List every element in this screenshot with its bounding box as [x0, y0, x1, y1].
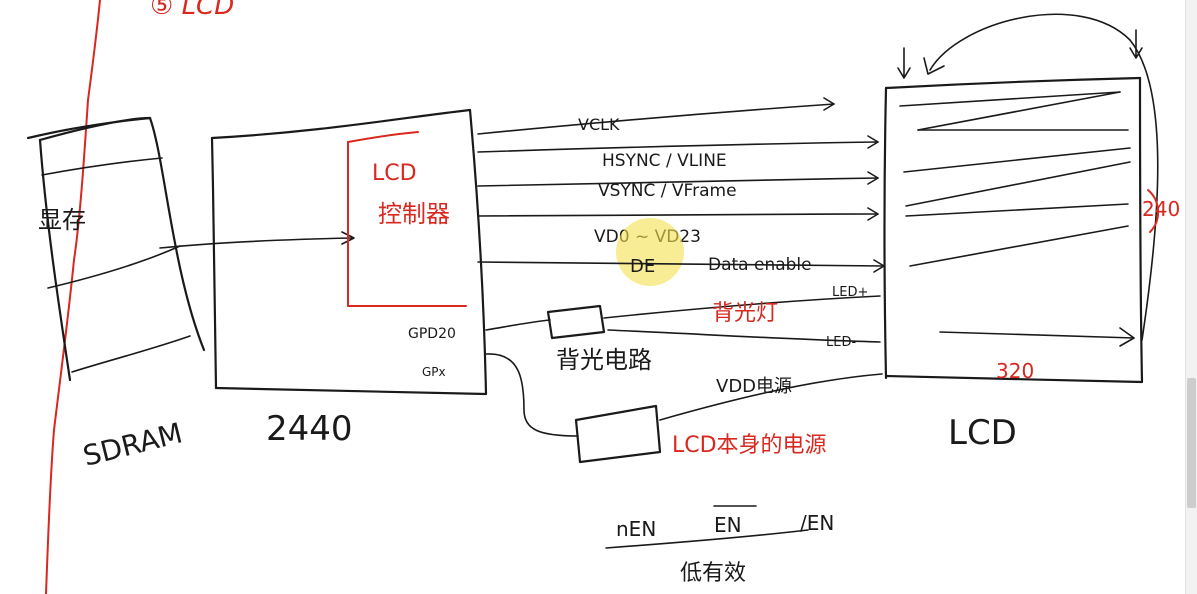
backlight-label: 背光电路 [556, 346, 652, 374]
gpio2-label: GPx [422, 365, 446, 379]
power-label: VDD电源 [716, 376, 792, 397]
signal-vsync: VSYNC / VFrame [598, 181, 737, 201]
lcd-width-label: 320 [996, 359, 1034, 383]
signal-data-enable: Data enable [708, 255, 812, 275]
scrollbar-thumb[interactable] [1187, 378, 1196, 508]
lcd-height-label: 240 [1142, 197, 1180, 221]
soc-label: 2440 [266, 409, 353, 449]
section-title: ⑤ LCD [150, 0, 234, 21]
lcd-block: 240 320 LCD [883, 13, 1180, 453]
vertical-scrollbar[interactable] [1185, 0, 1197, 594]
red-margin-line [45, 0, 101, 594]
controller-label-line2: 控制器 [378, 200, 450, 228]
lcd-label: LCD [948, 413, 1017, 453]
sdram-label: SDRAM [80, 416, 186, 472]
controller-label-line1: LCD [372, 161, 417, 186]
memory-label: 显存 [38, 206, 86, 234]
backlight-note: 背光灯 [712, 301, 778, 326]
backlight-circuit: 背光电路 LED+ LED- 背光灯 [485, 285, 881, 374]
signal-vclk: VCLK [578, 115, 620, 134]
signal-bus: VCLK HSYNC / VLINE VSYNC / VFrame VD0 ~ … [477, 97, 885, 286]
backlight-pin-plus: LED+ [832, 285, 868, 300]
gpio1-label: GPD20 [408, 326, 456, 342]
framebuffer-link [159, 237, 353, 249]
signal-de: DE [630, 256, 655, 277]
enable-item-en: EN [714, 513, 742, 537]
soc-block: 2440 LCD 控制器 GPD20 GPx [210, 108, 488, 449]
power-circuit: VDD电源 LCD本身的电源 [485, 353, 883, 464]
backlight-pin-minus: LED- [826, 335, 856, 350]
enable-caption: 低有效 [680, 561, 746, 586]
power-note: LCD本身的电源 [672, 433, 827, 458]
signal-hsync: HSYNC / VLINE [602, 151, 727, 171]
enable-item-nen: nEN [616, 517, 656, 541]
enable-item-slash-en: /EN [800, 511, 834, 535]
framebuffer-link-arrow [341, 231, 355, 245]
cursor-highlight [616, 218, 684, 286]
enable-note: nEN EN /EN 低有效 [605, 505, 834, 586]
